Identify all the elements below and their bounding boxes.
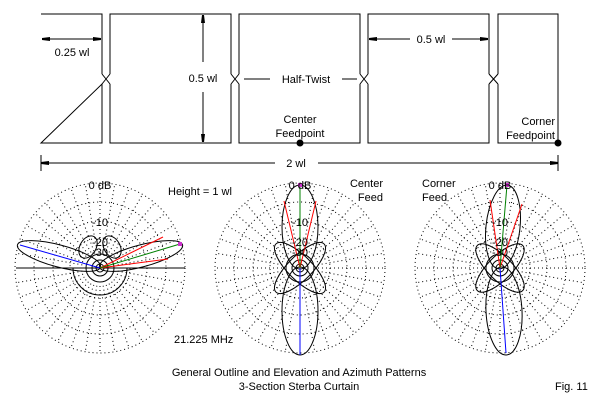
grid-spoke [517,270,584,284]
center-feedpoint-dot [296,139,304,147]
corner-feedpoint-dot [554,139,562,147]
azimuth-pattern-corner-feed [475,183,525,356]
grid-spoke [516,238,581,263]
center-feed-label: Center [350,178,383,190]
grid-ring-inner [485,253,515,283]
corner-feed-label: Feed [422,192,447,204]
ring-label: -10 [492,217,508,229]
grid-spoke [105,284,130,349]
grid-spoke [216,252,283,266]
grid-spoke [102,285,116,352]
grid-spoke [317,270,384,284]
elevation-pattern [16,235,185,296]
center-feedpoint-label: Center [283,114,316,126]
grid-spoke [219,273,284,298]
caption-line-2: 3-Section Sterba Curtain [239,381,359,393]
ring-label: 0 dB [489,180,512,192]
ring-label: -30 [492,247,508,259]
dim-half-label: 0.5 wl [417,34,446,46]
grid-spoke [84,285,98,352]
corner-feedpoint-label: Corner [521,116,555,128]
grid-spoke [219,238,284,263]
grid-spoke [317,252,384,266]
grid-spoke [19,273,84,298]
grid-spoke [117,270,184,284]
ring-label: -10 [292,217,308,229]
corner-feed-label: Corner [422,178,456,190]
grid-spoke [416,270,483,284]
height-label: Height = 1 wl [168,186,232,198]
half-power-ray [99,258,169,269]
ring-label: -20 [92,237,108,249]
ring-label: 0 dB [289,180,312,192]
grid-spoke [517,252,584,266]
total-length-label: 2 wl [286,158,306,170]
caption-line-1: General Outline and Elevation and Azimut… [172,367,427,379]
grid-ring [214,182,386,354]
ring-label: -20 [492,237,508,249]
grid-spoke [316,273,381,298]
half-twist-label: Half-Twist [282,74,330,86]
grid-spoke [216,270,283,284]
half-twist-crossings [101,73,499,85]
grid-ring-inner [491,259,509,277]
grid-spoke [470,187,495,252]
center-feedpoint-label: Feedpoint [276,128,325,140]
grid-spoke [419,238,484,263]
grid-spoke [70,284,95,349]
grid-spoke [419,273,484,298]
ring-label: 0 dB [89,180,112,192]
grid-spoke [116,238,181,263]
figure-number: Fig. 11 [555,381,588,393]
frequency-label: 21.225 MHz [174,334,233,346]
grid-spoke [19,238,84,263]
azimuth-pattern-center-feed [274,183,326,356]
grid-spoke [316,238,381,263]
dim-height-label: 0.5 wl [189,73,218,85]
corner-feedpoint-label: Feedpoint [506,130,555,142]
grid-spoke [416,252,483,266]
dim-quarter-label: 0.25 wl [55,47,90,59]
grid-spoke [516,273,581,298]
ring-label: -20 [292,237,308,249]
half-power-ray [99,236,164,269]
ring-labels: 0 dB-10-20-300 dB-10-20-300 dB-10-20-30 [89,180,512,259]
rear-ray [19,244,101,269]
center-feed-label: Feed [358,192,383,204]
ring-label: -30 [92,247,108,259]
grid-spoke [505,284,530,349]
ring-label: -30 [292,247,308,259]
antenna-outline [39,13,559,171]
max-ray [99,243,181,269]
grid-ring [414,182,586,354]
ring-label: -10 [92,217,108,229]
grid-spoke [470,284,495,349]
grid-spoke [116,273,181,298]
grid-spoke [16,270,83,284]
